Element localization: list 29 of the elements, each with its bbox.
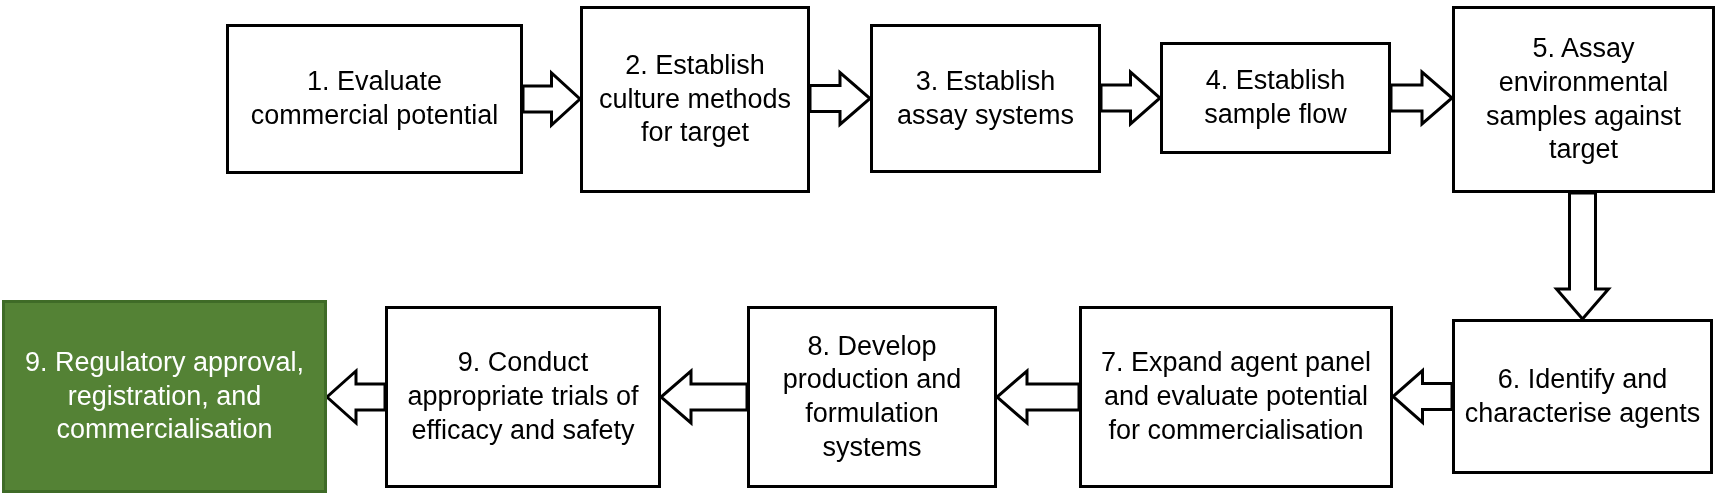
process-box — [385, 306, 661, 488]
box-label: 7. Expand agent panel and evaluate potential for commercialisation — [1099, 346, 1373, 447]
block-arrow — [1553, 191, 1612, 322]
box-label: 3. Establish assay systems — [895, 64, 1075, 132]
process-box — [747, 306, 997, 488]
process-box — [1452, 6, 1715, 193]
process-box — [870, 24, 1101, 173]
block-arrow — [1390, 367, 1454, 426]
block-arrow — [521, 69, 583, 129]
process-box — [1452, 319, 1713, 474]
box-label: 9. Regulatory approval, registration, and commercialisation — [23, 345, 306, 447]
box-label: 9. Conduct appropriate trials of efficacy and safety — [406, 346, 640, 447]
block-arrow — [1389, 68, 1455, 128]
process-box — [2, 300, 327, 493]
box-label: 1. Evaluate commercial potential — [249, 65, 500, 132]
box-label: 4. Establish sample flow — [1203, 64, 1348, 131]
block-arrow — [994, 367, 1081, 427]
box-label: 6. Identify and characterise agents — [1463, 362, 1702, 430]
box-label: 5. Assay environmental samples against target — [1484, 32, 1683, 167]
process-box — [1079, 306, 1393, 488]
box-label: 2. Establish culture methods for target — [597, 48, 793, 150]
block-arrow — [1099, 68, 1163, 128]
process-box — [580, 6, 810, 193]
process-box — [1160, 42, 1391, 154]
box-label: 8. Develop production and formulation systems — [781, 329, 963, 464]
block-arrow — [658, 367, 749, 427]
block-arrow — [324, 367, 387, 427]
block-arrow — [808, 69, 873, 128]
process-box — [226, 24, 523, 174]
